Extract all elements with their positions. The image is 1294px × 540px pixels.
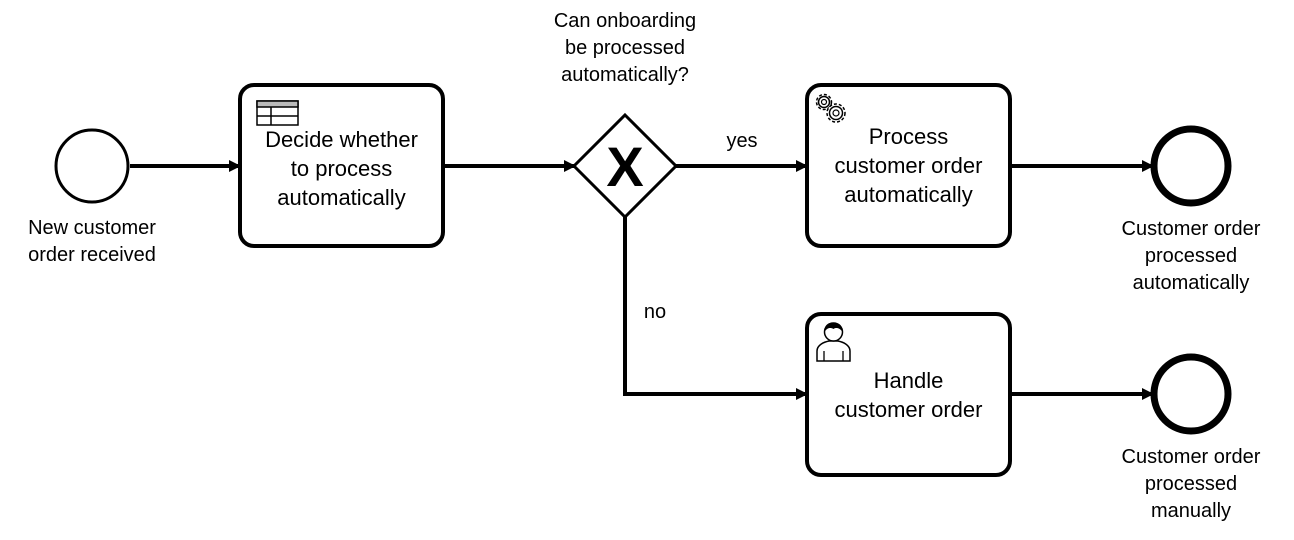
task-handle-label: Handle customer order xyxy=(810,317,1007,472)
flow-no-label: no xyxy=(643,301,667,323)
task-handle-line-1: Handle xyxy=(873,367,944,393)
end-event-automatic-label-line-1: Customer order xyxy=(1121,218,1261,240)
task-process-line-2: customer order xyxy=(834,153,983,178)
gears-icon xyxy=(815,93,846,123)
end-event-manual-label-line-1: Customer order xyxy=(1121,446,1261,468)
end-event-automatic[interactable] xyxy=(1150,125,1232,207)
start-event-label: New customer order received xyxy=(2,215,182,269)
flow-no[interactable] xyxy=(623,216,808,400)
start-event-label-line-2: order received xyxy=(28,244,156,266)
start-event[interactable] xyxy=(54,128,130,204)
task-decide-label: Decide whether to process automatically xyxy=(243,88,440,243)
exclusive-gateway[interactable] xyxy=(571,112,679,220)
end-event-automatic-label: Customer order processed automatically xyxy=(1091,216,1291,297)
task-decide-line-1: Decide whether xyxy=(265,127,418,152)
task-decide-line-3: automatically xyxy=(277,185,406,210)
gateway-marker: X xyxy=(606,135,643,198)
user-icon xyxy=(816,322,851,362)
gateway-label-line-1: Can onboarding xyxy=(553,10,697,32)
gateway-label-line-2: be processed xyxy=(564,37,686,59)
decision-table-icon xyxy=(256,100,299,126)
gateway-label: Can onboarding be processed automaticall… xyxy=(523,8,727,89)
task-handle-customer-order[interactable] xyxy=(805,312,1012,477)
task-process-line-3: automatically xyxy=(844,182,973,207)
gateway-label-line-3: automatically? xyxy=(561,64,689,86)
flow-yes-label: yes xyxy=(726,130,758,152)
task-process-automatically[interactable] xyxy=(805,83,1012,248)
end-event-manual[interactable] xyxy=(1150,353,1232,435)
task-process-automatically-label: Process customer order automatically xyxy=(810,88,1007,243)
end-event-manual-label-line-3: manually xyxy=(1150,500,1232,522)
task-process-line-1: Process xyxy=(868,124,949,149)
task-decide-line-2: to process xyxy=(290,156,393,181)
task-handle-line-2: customer order xyxy=(834,396,983,422)
start-event-label-line-1: New customer xyxy=(28,217,156,239)
end-event-automatic-label-line-3: automatically xyxy=(1132,272,1250,294)
end-event-manual-label: Customer order processed manually xyxy=(1091,444,1291,525)
end-event-manual-label-line-2: processed xyxy=(1144,473,1238,495)
end-event-automatic-label-line-2: processed xyxy=(1144,245,1238,267)
